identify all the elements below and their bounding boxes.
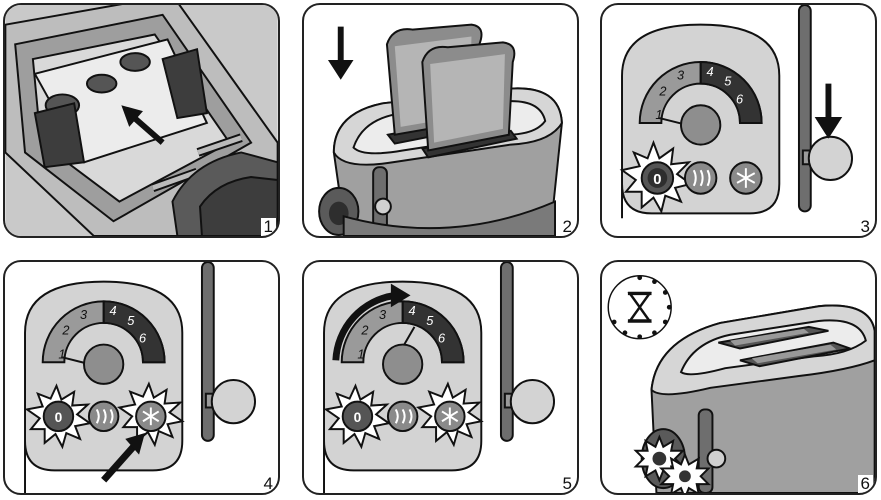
dial-mark-2: 2 [360, 323, 368, 338]
dial-mark-4: 4 [707, 64, 714, 79]
lever-knob [706, 448, 727, 469]
stop-button[interactable] [341, 400, 374, 433]
dial-mark-3: 3 [677, 68, 684, 83]
lever-slot [499, 262, 514, 442]
step-number: 6 [857, 475, 873, 493]
stop-button-label: 0 [55, 410, 63, 425]
step-number: 4 [260, 475, 276, 493]
lever-knob[interactable] [210, 378, 257, 425]
bread-slice-icon [421, 41, 516, 152]
step-panel-3: 1 2 3 4 5 6 0 3 [600, 3, 877, 238]
browning-dial: 1 2 3 4 5 6 [340, 300, 465, 385]
browning-dial: 1 2 3 4 5 6 [41, 300, 166, 385]
dial-mark-6: 6 [736, 91, 744, 106]
reheat-icon [95, 408, 114, 424]
dial-mark-2: 2 [658, 83, 666, 98]
dial-mark-2: 2 [61, 323, 69, 338]
step-number: 1 [260, 218, 276, 236]
control-panel-illustration: 1 2 3 4 5 6 0 [619, 5, 854, 219]
lever-slot [797, 5, 812, 213]
dial-knob[interactable] [382, 343, 424, 385]
socket-hole-right [119, 52, 151, 72]
reheat-icon [692, 169, 711, 187]
defrost-icon [736, 168, 756, 188]
step-number: 5 [559, 475, 575, 493]
arrow-icon [327, 26, 354, 80]
arrow-icon [121, 105, 165, 145]
dial-knob[interactable] [680, 104, 722, 146]
rotate-arrow-icon [332, 283, 411, 361]
arrow-icon [101, 433, 145, 483]
dial-mark-6: 6 [139, 331, 147, 346]
dial-mark-1: 1 [58, 346, 65, 361]
step-panel-4: 1 2 3 4 5 6 0 4 [3, 260, 280, 495]
stop-button-label: 0 [354, 410, 362, 425]
step-panel-1: 1 [3, 3, 280, 238]
step-number: 3 [857, 218, 873, 236]
dial-mark-6: 6 [438, 331, 446, 346]
arrow-icon [814, 83, 843, 139]
stop-button[interactable] [42, 400, 75, 433]
dial-mark-5: 5 [426, 313, 434, 328]
dial-mark-5: 5 [127, 313, 135, 328]
stop-button-label: 0 [653, 172, 661, 188]
step-panel-6: 6 [600, 260, 877, 495]
dial-mark-1: 1 [655, 107, 662, 122]
lever-slot [200, 262, 215, 442]
defrost-icon [441, 407, 459, 426]
reheat-icon [394, 408, 413, 424]
socket-hole-middle [85, 73, 118, 94]
dial-mark-1: 1 [357, 346, 364, 361]
dial-mark-5: 5 [724, 74, 732, 89]
step-number: 2 [559, 218, 575, 236]
control-panel-illustration: 1 2 3 4 5 6 0 [24, 262, 257, 493]
reheat-button[interactable] [386, 400, 419, 433]
reheat-button[interactable] [683, 161, 718, 195]
toasting-illustration [607, 275, 875, 493]
step-panel-2: 2 [302, 3, 579, 238]
dial-mark-3: 3 [80, 307, 87, 322]
control-panel-illustration: 1 2 3 4 5 6 0 [323, 262, 556, 493]
insert-bread-illustration [318, 23, 563, 236]
dial-mark-4: 4 [409, 303, 416, 318]
socket-plug-illustration [5, 5, 278, 236]
dial-knob[interactable] [83, 343, 125, 385]
reheat-button[interactable] [87, 400, 120, 433]
defrost-icon [142, 407, 160, 426]
lever-knob[interactable] [509, 378, 556, 425]
step-panel-5: 1 2 3 4 5 6 0 5 [302, 260, 579, 495]
browning-dial: 1 2 3 4 5 6 [638, 61, 763, 146]
plug-icon [151, 133, 278, 236]
dial-mark-4: 4 [110, 303, 117, 318]
hourglass-icon [607, 275, 672, 340]
dial-mark-3: 3 [379, 307, 386, 322]
lever-knob[interactable] [807, 135, 854, 181]
